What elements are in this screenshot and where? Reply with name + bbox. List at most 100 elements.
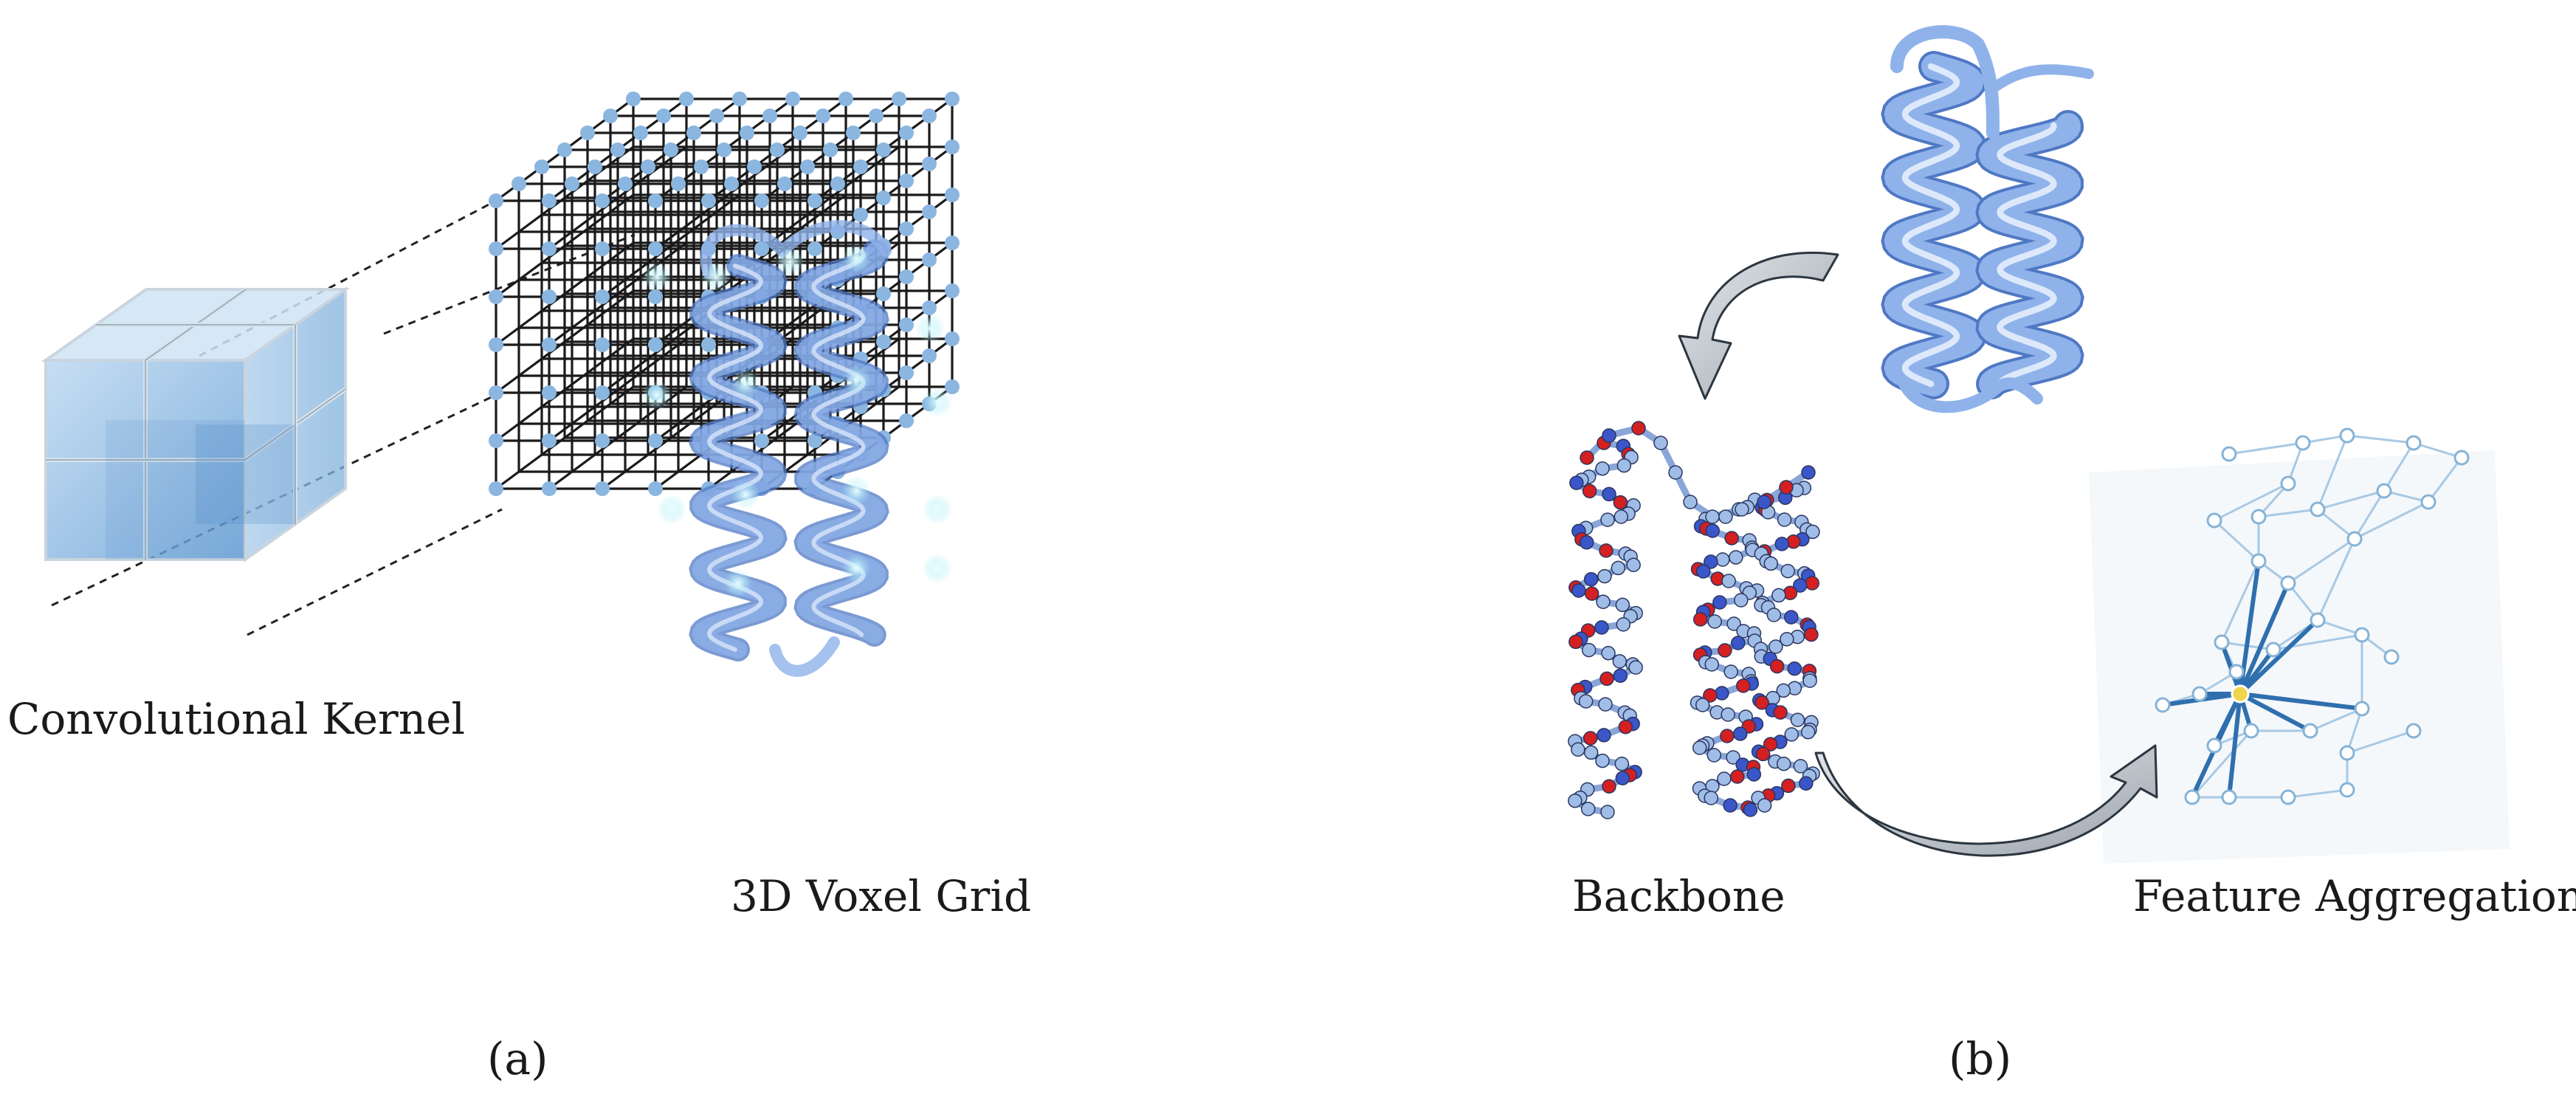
backbone-atom — [1780, 563, 1795, 579]
grid-glow — [923, 495, 952, 524]
grid-node — [838, 92, 853, 106]
backbone-atom — [1583, 571, 1599, 587]
backbone-atom — [1602, 428, 1616, 443]
grid-node — [595, 433, 610, 448]
graph-edge — [2353, 490, 2386, 540]
grid-line — [601, 385, 741, 490]
backbone-atom — [1726, 616, 1741, 631]
helix-loop — [1890, 25, 2000, 140]
grid-node — [489, 193, 503, 208]
backbone-atom — [1780, 632, 1794, 647]
backbone-atom — [1774, 537, 1790, 551]
grid-glow — [701, 262, 731, 292]
backbone-atom — [1615, 771, 1630, 785]
backbone-atom — [1578, 694, 1594, 709]
graph-edge — [2287, 788, 2348, 799]
graph-edge — [2346, 434, 2414, 444]
ball-stick-backbone-icon — [1568, 421, 1820, 819]
backbone-atom — [1779, 480, 1794, 495]
backbone-atom — [1773, 705, 1788, 720]
backbone-atom — [1618, 719, 1633, 735]
backbone-atom — [1715, 552, 1730, 567]
backbone-atom — [1583, 745, 1599, 760]
backbone-atom — [1602, 779, 1616, 794]
backbone-atom — [1571, 742, 1585, 757]
backbone-atom — [1704, 657, 1719, 672]
backbone-atom — [1784, 610, 1799, 625]
helix-highlight — [1901, 63, 1960, 388]
grid-line — [601, 193, 741, 298]
grid-node — [770, 142, 785, 157]
graph-node — [2310, 501, 2326, 517]
graph-edge — [2427, 457, 2463, 503]
graph-node — [2280, 789, 2296, 805]
grid-line — [495, 385, 635, 490]
graph-node — [2453, 450, 2470, 466]
backbone-atom — [1631, 421, 1646, 436]
grid-node — [664, 142, 678, 157]
backbone-atom — [1769, 639, 1783, 654]
grid-glow — [642, 262, 672, 292]
grid-line — [495, 337, 635, 442]
graph-edge — [2220, 560, 2260, 643]
backbone-atom — [1568, 634, 1583, 650]
graph-hub-edge — [2227, 693, 2242, 798]
grid-node — [945, 379, 960, 394]
grid-node — [876, 334, 891, 349]
grid-line — [495, 145, 635, 250]
backbone-atom — [1755, 746, 1771, 762]
backbone-atom — [1792, 578, 1808, 593]
grid-node — [922, 204, 937, 219]
graph-panel — [2089, 450, 2510, 864]
grid-node — [595, 337, 610, 352]
backbone-label: Backbone — [1572, 871, 1785, 921]
grid-node — [542, 481, 557, 496]
backbone-atom — [1569, 475, 1584, 490]
grid-glow — [841, 365, 871, 395]
grid-node — [892, 92, 906, 106]
projection-line — [383, 233, 636, 335]
graph-edge — [2287, 537, 2355, 585]
backbone-atom — [1596, 594, 1611, 610]
backbone-atom — [1805, 524, 1820, 540]
helix-ribbon — [796, 242, 886, 644]
grid-glow — [723, 568, 753, 598]
backbone-atom — [1723, 798, 1738, 813]
backbone-atom — [1746, 767, 1762, 782]
grid-node — [489, 337, 503, 352]
grid-node — [853, 159, 868, 174]
backbone-atom — [1718, 643, 1732, 658]
graph-edge — [2346, 729, 2414, 754]
backbone-atom — [1683, 495, 1698, 509]
grid-node — [542, 385, 557, 400]
helix-loop — [1988, 64, 2094, 94]
backbone-atom — [1598, 697, 1613, 712]
backbone-atom — [1614, 509, 1629, 524]
backbone-atom — [1717, 771, 1732, 786]
grid-glow — [642, 380, 672, 410]
grid-node — [945, 140, 960, 154]
kernel-label: Convolutional Kernel — [7, 694, 465, 744]
graph-node — [2339, 427, 2355, 444]
backbone-atom — [1582, 484, 1597, 499]
graph-edge — [2310, 707, 2363, 732]
graph-node — [2295, 435, 2311, 451]
graph-node — [2302, 723, 2318, 739]
graph-node — [2243, 723, 2259, 739]
graph-node — [2405, 723, 2422, 739]
grid-node — [747, 159, 762, 174]
grid-node — [595, 385, 610, 400]
grid-node — [489, 433, 503, 448]
helix-loop — [769, 636, 840, 677]
grid-node — [542, 241, 557, 256]
grid-node — [588, 159, 602, 174]
graph-edge — [2383, 442, 2415, 492]
grid-node — [565, 176, 579, 191]
backbone-atom — [1757, 495, 1771, 509]
backbone-atom — [1595, 461, 1610, 476]
helix-loop — [1898, 377, 2043, 413]
grid-node — [899, 125, 914, 140]
grid-line — [495, 289, 635, 394]
backbone-atom — [1568, 793, 1583, 808]
